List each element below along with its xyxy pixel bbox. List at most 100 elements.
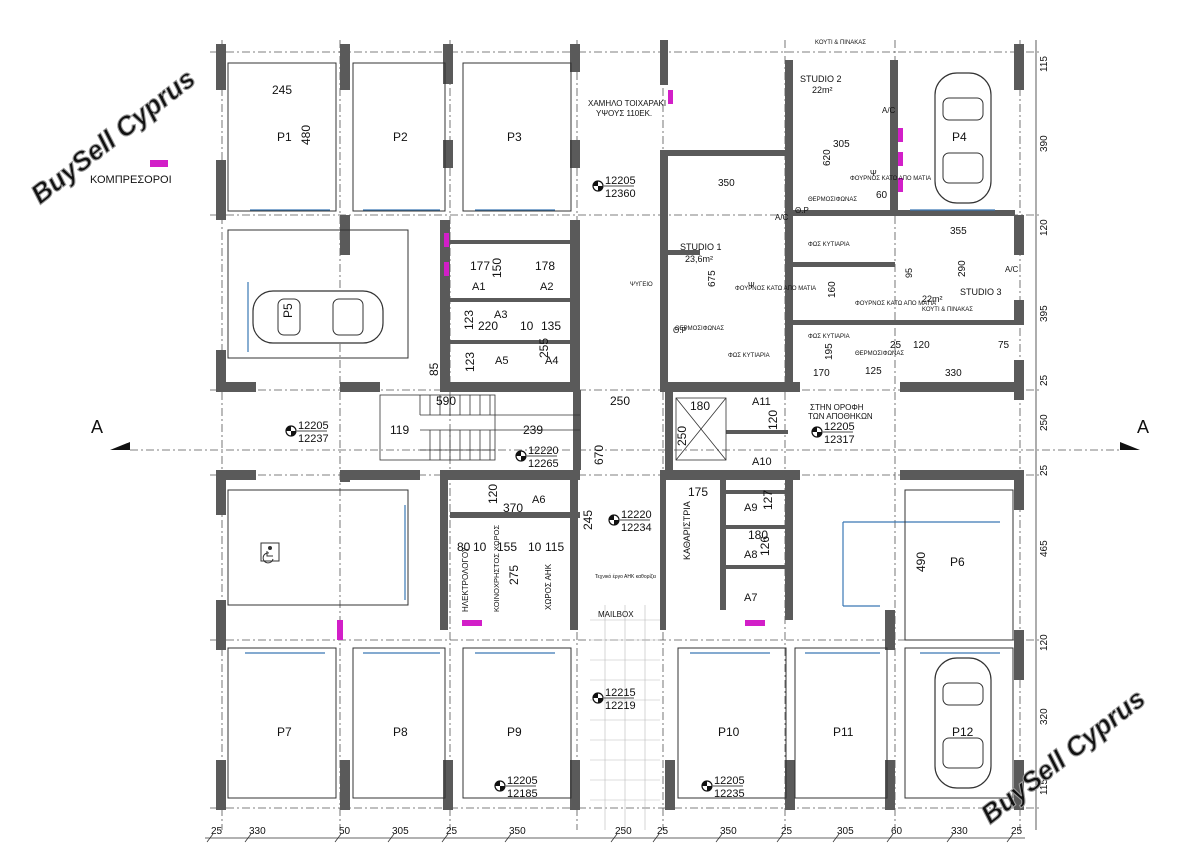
- storage-label: A3: [494, 309, 507, 321]
- car-p4: [934, 72, 992, 204]
- dimension-text: 620: [822, 149, 833, 166]
- parking-bays: [227, 62, 1014, 799]
- level-value-bottom: 12317: [824, 434, 855, 446]
- dimension-tick: [387, 833, 395, 843]
- dimension-tick: [206, 833, 214, 843]
- storage-labels: A1 A2 A3 A4 A5 A6 A7 A8 A9 A10 A11: [472, 281, 772, 604]
- dimension-tick: [946, 833, 954, 843]
- parking-label: P10: [718, 725, 740, 739]
- dimension-text: 245: [272, 83, 292, 97]
- storage-label: A5: [495, 355, 508, 367]
- legend-swatch: [150, 160, 168, 167]
- dimension-text: 275: [507, 565, 521, 585]
- dimension-text: 25: [890, 340, 902, 351]
- room-labels: ΗΛΕΚΤΡΟΛΟΓΟΥ ΚΟΙΝΟΧΡΗΣΤΟΣ ΧΩΡΟΣ ΧΩΡΟΣ ΑΗ…: [461, 40, 973, 619]
- level-value-top: 12205: [605, 175, 636, 187]
- ahk-room-label: ΧΩΡΟΣ ΑΗΚ: [544, 563, 553, 610]
- right-dimension-text: 120: [1039, 634, 1050, 651]
- dimension-text: 120: [486, 484, 500, 504]
- right-dimension-text: 395: [1039, 305, 1050, 322]
- level-value-bottom: 12265: [528, 458, 559, 470]
- ac-icon: A/C: [775, 213, 789, 222]
- studio-3-area: 22m²: [922, 294, 943, 304]
- dimension-text: 85: [427, 362, 441, 376]
- sink-icon: Ψ: [748, 281, 755, 290]
- dimension-text: 239: [523, 423, 543, 437]
- parking-label: P1: [277, 130, 292, 144]
- ahk-note: Τεχνικό έργο ΑΗΚ καθορίζει: [595, 573, 656, 580]
- level-value-top: 12220: [621, 509, 652, 521]
- common-room-label: ΚΟΙΝΟΧΡΗΣΤΟΣ ΧΩΡΟΣ: [492, 525, 501, 612]
- dimension-text: 250: [675, 426, 689, 446]
- parking-labels: P1 P2 P3 P4 P5 P6 P7 P8 P9 P10 P11 P12: [277, 130, 974, 739]
- right-dimension-text: 320: [1039, 708, 1050, 725]
- boiler-label: ΘΕΡΜΟΣΙΦΩΝΑΣ: [808, 197, 857, 203]
- dimension-text: 150: [490, 258, 504, 278]
- cleaner-room-label: ΚΑΘΑΡΙΣΤΡΙΑ: [682, 501, 692, 560]
- mailbox-corridor-tiles: [590, 605, 660, 830]
- dimension-tick: [832, 833, 840, 843]
- studio-1-area: 23,6m²: [685, 254, 713, 264]
- level-value-bottom: 12234: [621, 522, 652, 534]
- dimension-text: 160: [827, 281, 838, 298]
- level-fill: [516, 451, 526, 461]
- ac-icon: A/C: [1005, 265, 1019, 274]
- dimension-text: 180: [690, 399, 710, 413]
- bottom-dimension-text: 25: [1011, 826, 1023, 837]
- low-wall-label-2: ΥΨΟΥΣ 110ΕΚ.: [596, 109, 652, 118]
- bottom-dimension-text: 305: [392, 826, 409, 837]
- parking-label: P9: [507, 725, 522, 739]
- dimension-text: 330: [945, 368, 962, 379]
- dimension-tick: [334, 833, 342, 843]
- hood-label: ΦΩΣ ΚΥΤΙΑΡΙΑ: [808, 242, 850, 248]
- parking-label: P12: [952, 725, 974, 739]
- dimension-text: 119: [390, 423, 409, 437]
- level-fill: [593, 693, 603, 703]
- level-fill: [812, 427, 822, 437]
- dimension-text: 255: [537, 338, 551, 358]
- studio-1-name: STUDIO 1: [680, 242, 722, 252]
- inner-dimensions: 245 480 177 150 178 123 220 10 135 255 1…: [272, 83, 1010, 585]
- storage-label: A10: [752, 456, 772, 468]
- level-value-top: 12220: [528, 445, 559, 457]
- dimension-text: 175: [688, 485, 708, 499]
- dimension-text: 350: [718, 178, 735, 189]
- dimension-text: 670: [592, 445, 606, 465]
- level-value-top: 12215: [605, 687, 636, 699]
- dimension-tick: [504, 833, 512, 843]
- right-dimension-text: 390: [1039, 135, 1050, 152]
- dimension-text: 370: [503, 501, 523, 515]
- bottom-dimension-text: 25: [781, 826, 793, 837]
- heater-icon: Θ.Ρ: [673, 326, 687, 335]
- dimension-text: 95: [904, 268, 914, 278]
- dimension-text: 135: [541, 319, 561, 333]
- cables-label: ΚΟΥΤΙ & ΠΙΝΑΚΑΣ: [922, 307, 973, 313]
- storage-label: A4: [545, 355, 558, 367]
- dimension-tick: [886, 833, 894, 843]
- dimension-text: 675: [707, 270, 718, 287]
- dimension-text: 115: [545, 540, 564, 554]
- oven-label: ΦΟΥΡΝΟΣ ΚΑΤΩ ΑΠΟ ΜΑΤΙΑ: [850, 176, 931, 182]
- car-p5: [252, 290, 384, 344]
- studio-2-name: STUDIO 2: [800, 74, 842, 84]
- heater-icon: Θ.Ρ: [795, 206, 809, 215]
- bottom-dimension-text: 60: [891, 826, 903, 837]
- boiler-label: ΘΕΡΜΟΣΙΦΩΝΑΣ: [855, 351, 904, 357]
- storage-label: A1: [472, 281, 485, 293]
- section-label-left: A: [91, 417, 103, 437]
- parking-label: P8: [393, 725, 408, 739]
- right-dimension-text: 25: [1039, 374, 1050, 386]
- dimension-tick: [652, 833, 660, 843]
- dimension-text: 10: [473, 540, 487, 554]
- level-fill: [495, 781, 505, 791]
- parking-label: P4: [952, 130, 967, 144]
- bottom-dimension-text: 330: [951, 826, 968, 837]
- dimension-text: 155: [497, 540, 517, 554]
- elevator-shaft: [675, 397, 727, 461]
- low-wall-label-1: ΧΑΜΗΛΟ ΤΟΙΧΑΡΑΚΙ: [588, 99, 666, 108]
- right-dimension-text: 115: [1039, 779, 1050, 795]
- dimension-text: 195: [824, 343, 835, 360]
- right-dimension-text: 120: [1039, 219, 1050, 236]
